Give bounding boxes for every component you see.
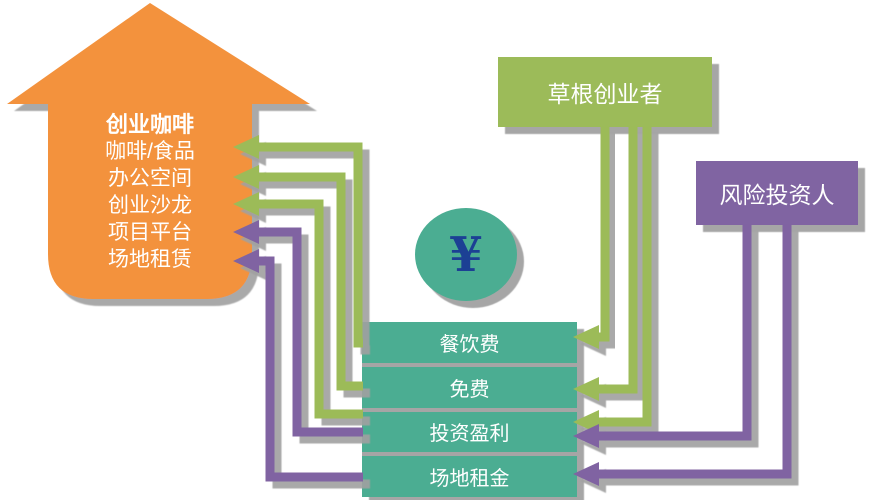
connector-investor-to-profit	[573, 224, 752, 448]
service-item: 场地租赁	[108, 248, 192, 271]
service-item: 项目平台	[108, 221, 192, 244]
table-row: 餐饮费	[362, 322, 577, 363]
venture-investor-box: 风险投资人	[696, 161, 858, 225]
grassroots-entrepreneurs-label: 草根创业者	[547, 81, 663, 107]
payments-table: 餐饮费 免费 投资盈利 场地租金	[362, 322, 577, 497]
service-item: 创业沙龙	[108, 194, 192, 217]
page-title: 创业咖啡	[105, 112, 194, 137]
table-row: 免费	[362, 366, 577, 408]
startup-cafe-label-block: 创业咖啡 咖啡/食品 办公空间 创业沙龙 项目平台 场地租赁	[48, 111, 252, 273]
service-item: 办公空间	[108, 167, 192, 190]
connector-grassroots-to-free	[573, 126, 638, 401]
connector-grassroots-to-profit	[573, 126, 652, 434]
table-row: 投资盈利	[362, 411, 577, 453]
grassroots-entrepreneurs-box: 草根创业者	[498, 57, 712, 127]
connector-grassroots-to-mealfee	[573, 126, 610, 349]
service-item: 咖啡/食品	[105, 140, 195, 163]
money-circle	[415, 208, 517, 301]
table-row: 场地租金	[362, 456, 577, 497]
connector-investor-to-rent	[573, 224, 792, 486]
venture-investor-label: 风险投资人	[719, 182, 835, 208]
yuan-icon: ¥	[449, 226, 483, 283]
